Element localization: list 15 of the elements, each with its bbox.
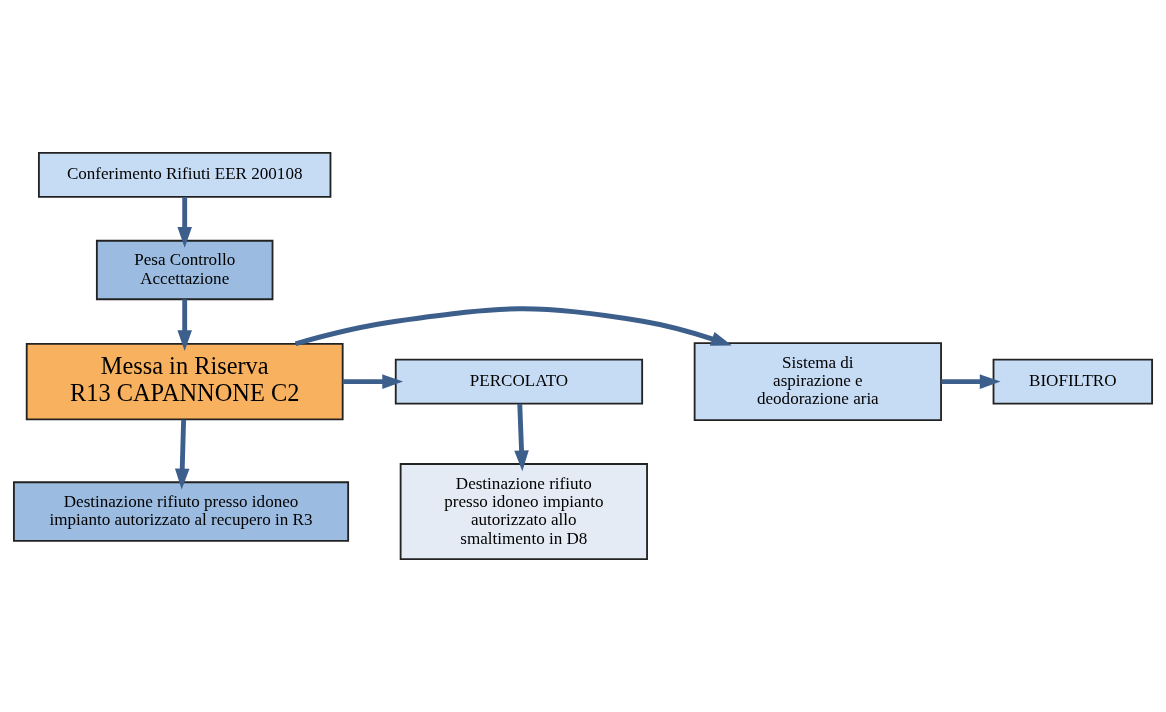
arrow bbox=[177, 197, 192, 248]
arrow bbox=[177, 299, 192, 352]
node-box: BIOFILTRO bbox=[992, 358, 1153, 405]
node-box: Sistema di aspirazione e deodorazione aria bbox=[693, 342, 942, 421]
node-box: PERCOLATO bbox=[394, 358, 644, 405]
arrow bbox=[514, 403, 529, 472]
node-box: Destinazione rifiuto presso idoneo impianto autorizzato allo smaltimento in D8 bbox=[399, 463, 648, 561]
node-box: Messa in Riserva R13 CAPANNONE C2 bbox=[25, 342, 344, 421]
node-box: Destinazione rifiuto presso idoneo impianto autorizzato al recupero in R3 bbox=[13, 481, 350, 542]
arrow bbox=[342, 374, 404, 389]
arrow bbox=[941, 374, 1001, 389]
node-box: Conferimento Rifiuti EER 200108 bbox=[38, 151, 332, 198]
arrow bbox=[174, 419, 190, 490]
arrow bbox=[294, 306, 732, 347]
node-box: Pesa Controllo Accettazione bbox=[95, 239, 274, 301]
